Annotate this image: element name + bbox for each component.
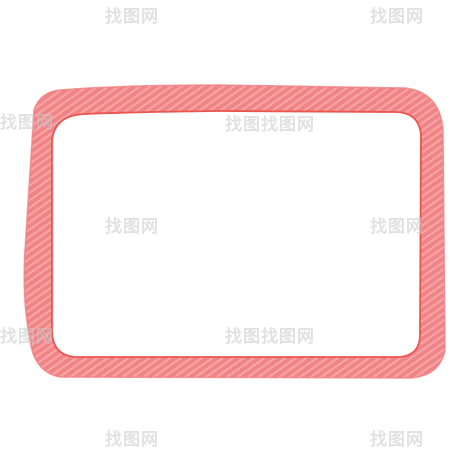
frame-band <box>24 85 445 378</box>
frame-inner-line <box>51 110 422 358</box>
frame-outer-edge <box>23 84 446 379</box>
